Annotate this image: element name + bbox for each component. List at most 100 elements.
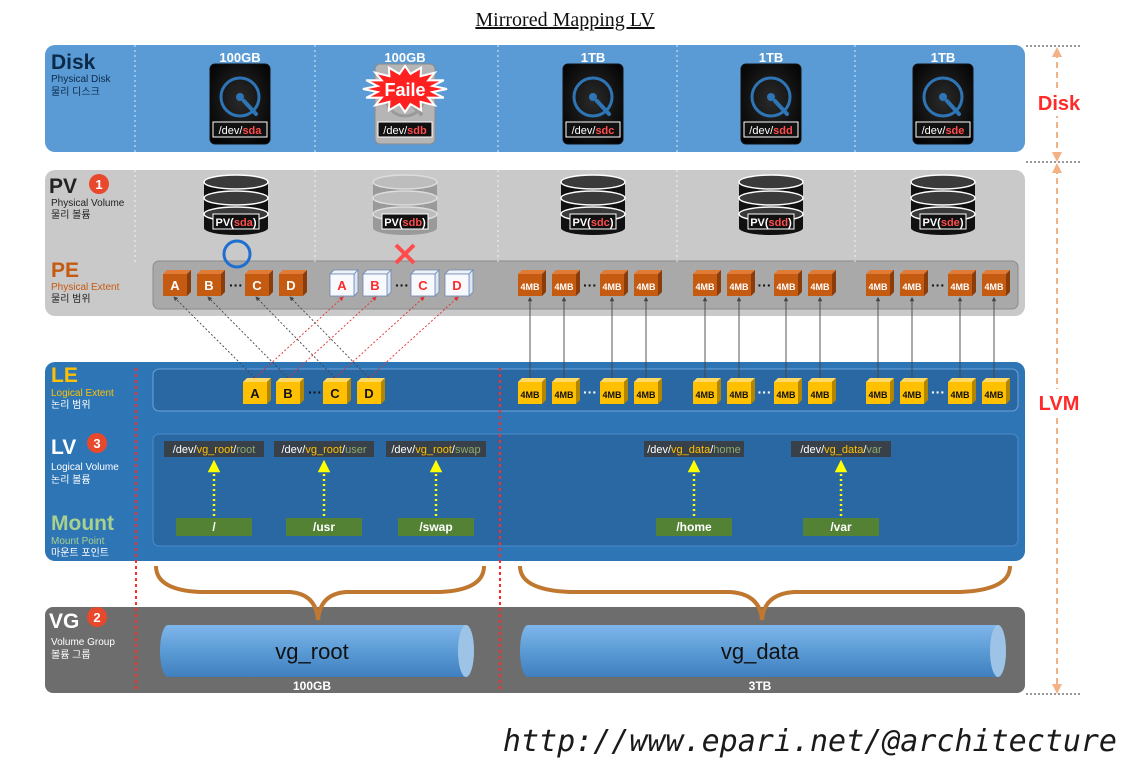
lv-badge-num: 3 <box>93 436 100 451</box>
lv-path-label: /dev/vg_root/user <box>281 444 366 456</box>
le-ellipsis: ··· <box>758 384 772 400</box>
block-label: 4MB <box>950 390 970 400</box>
vg-data-size: 3TB <box>749 679 772 693</box>
pe-block-4mb: 4MB <box>808 270 836 296</box>
pv-label-box <box>212 213 260 230</box>
dev-path-label: /dev/sdc <box>572 125 615 137</box>
lv-sep: / <box>710 444 714 456</box>
block-face <box>866 382 890 404</box>
disk-panel <box>45 45 1025 152</box>
block-label: 4MB <box>902 390 922 400</box>
spindle-icon <box>939 93 947 101</box>
vg-badge <box>87 607 107 627</box>
block-top <box>693 378 721 382</box>
block-side <box>386 269 392 297</box>
vg-root-name: vg_root <box>275 639 348 664</box>
block-top <box>808 378 836 382</box>
block-face <box>552 382 576 404</box>
range-indicator: Disk LVM <box>1026 45 1085 695</box>
dev-name: sdc <box>595 125 614 137</box>
dev-label-box <box>212 121 268 138</box>
block-label: 4MB <box>636 282 656 292</box>
le-block-4mb: 4MB <box>866 378 894 404</box>
block-face <box>279 274 303 296</box>
block-face <box>518 274 542 296</box>
le-block-4mb: 4MB <box>774 378 802 404</box>
pv-badge <box>89 174 109 194</box>
lv-path-label: /dev/vg_data/var <box>800 444 882 456</box>
block-top <box>900 270 928 274</box>
disk-size-label: 1TB <box>759 50 784 65</box>
pv-layer-top <box>910 174 976 190</box>
block-top <box>866 378 894 382</box>
lv-section-sub1: Logical Volume <box>51 462 119 473</box>
dev-prefix: /dev/ <box>219 125 244 137</box>
mount-point-label: /usr <box>313 520 335 534</box>
le-block-4mb: 4MB <box>808 378 836 404</box>
vg-section-title: VG <box>49 610 79 633</box>
fail-label: Faile <box>384 80 425 100</box>
column-separators <box>134 45 856 262</box>
pv-prefix: PV( <box>384 217 403 229</box>
block-top <box>243 378 271 382</box>
block-side <box>1006 378 1010 404</box>
failure-burst-icon <box>362 64 448 114</box>
block-top <box>866 270 894 274</box>
disk-section-sub1: Physical Disk <box>51 74 111 85</box>
le-block-C: C <box>323 378 351 404</box>
block-label: 4MB <box>729 282 749 292</box>
block-label: 4MB <box>984 282 1004 292</box>
block-label: D <box>286 278 295 293</box>
lv-label-box <box>791 441 891 457</box>
block-side <box>624 378 628 404</box>
block-top <box>600 378 628 382</box>
block-top <box>774 378 802 382</box>
block-label: C <box>330 386 340 401</box>
block-top <box>552 270 580 274</box>
read-arm-icon <box>773 99 789 116</box>
mirror-ok-icon <box>222 239 252 269</box>
lv-user: /dev/vg_root/user/usr <box>274 441 374 536</box>
le-ellipsis: ··· <box>931 384 945 400</box>
block-top <box>948 270 976 274</box>
pv-label-box <box>747 213 795 230</box>
block-side <box>658 378 662 404</box>
lv-section-title: LV <box>51 436 76 459</box>
block-label: 4MB <box>695 390 715 400</box>
platter-icon <box>219 76 261 118</box>
block-face <box>600 274 624 296</box>
pe-ellipsis: ··· <box>395 277 409 293</box>
mount-point-label: /var <box>830 520 852 534</box>
pe-block-4mb: 4MB <box>518 270 546 296</box>
block-face <box>163 274 187 296</box>
disk-column-group: 100GB/dev/sda100GB/dev/sdbFaile1TB/dev/s… <box>209 50 974 145</box>
le-block-4mb: 4MB <box>693 378 721 404</box>
block-top <box>900 378 928 382</box>
block-face <box>518 382 542 404</box>
platter-icon <box>572 76 614 118</box>
lv-prefix: /dev/ <box>391 444 416 456</box>
pv-layer-top <box>738 190 804 206</box>
lv-name: var <box>866 444 882 456</box>
block-top <box>197 270 225 274</box>
block-label: B <box>283 386 292 401</box>
block-face <box>948 274 972 296</box>
mount-section-sub2: 마운트 포인트 <box>51 547 109 559</box>
block-face <box>323 382 347 404</box>
block-label: 4MB <box>554 390 574 400</box>
block-face <box>866 274 890 296</box>
block-face <box>900 382 924 404</box>
mount-section-title: Mount <box>51 512 114 535</box>
block-side <box>658 270 662 296</box>
pv-label-box <box>381 213 429 230</box>
pv-layer-top <box>372 190 438 206</box>
read-arm-icon <box>945 99 961 116</box>
pe-block-sdb-B: B <box>362 269 392 297</box>
brace-vg-data <box>518 565 1012 621</box>
disk-size-label: 100GB <box>384 50 425 65</box>
lv-badge <box>87 433 107 453</box>
block-top <box>808 270 836 274</box>
